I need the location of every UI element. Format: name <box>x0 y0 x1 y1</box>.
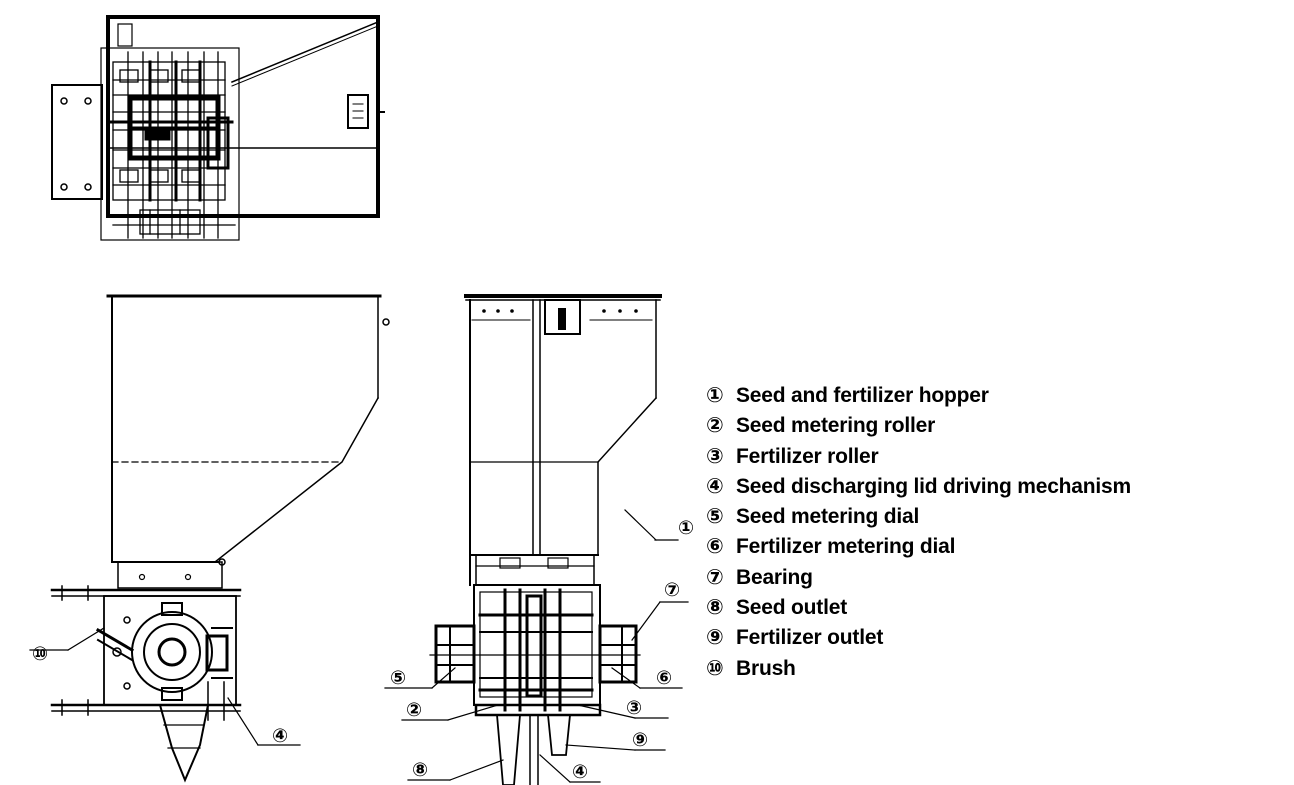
callout-9: ⑨ <box>632 729 648 751</box>
legend-text: Seed discharging lid driving mechanism <box>736 474 1131 498</box>
legend-item: ⑨ Fertilizer outlet <box>706 622 1131 652</box>
legend-number: ③ <box>706 443 724 468</box>
callout-10: ⑩ <box>32 643 48 665</box>
callout-3: ③ <box>626 697 642 719</box>
legend-number: ⑧ <box>706 595 724 620</box>
front-view <box>384 294 689 785</box>
callout-labels: ⑩ ④ ① ⑦ ⑤ ⑥ ② ③ ⑨ ⑧ ④ <box>32 517 694 783</box>
legend-item: ① Seed and fertilizer hopper <box>706 380 1131 410</box>
legend-number: ⑩ <box>706 655 724 680</box>
callout-7: ⑦ <box>664 579 680 601</box>
legend-text: Bearing <box>736 565 813 589</box>
callout-4-front: ④ <box>572 761 588 783</box>
callout-1: ① <box>678 517 694 539</box>
legend-text: Seed outlet <box>736 596 847 620</box>
callout-5: ⑤ <box>390 667 406 689</box>
legend-item: ② Seed metering roller <box>706 410 1131 440</box>
legend-item: ⑤ Seed metering dial <box>706 501 1131 531</box>
legend-text: Seed metering roller <box>736 414 936 438</box>
legend-text: Fertilizer outlet <box>736 626 884 650</box>
legend-number: ⑦ <box>706 564 724 589</box>
legend-number: ⑤ <box>706 504 724 529</box>
parts-legend: ① Seed and fertilizer hopper ② Seed meteri… <box>706 380 1131 683</box>
legend-item: ③ Fertilizer roller <box>706 441 1131 471</box>
callout-6: ⑥ <box>656 667 672 689</box>
callout-8: ⑧ <box>412 759 428 781</box>
legend-text: Fertilizer roller <box>736 444 879 468</box>
legend-number: ② <box>706 413 724 438</box>
legend-number: ⑨ <box>706 625 724 650</box>
legend-text: Seed metering dial <box>736 505 920 529</box>
legend-text: Fertilizer metering dial <box>736 535 956 559</box>
legend-item: ⑧ Seed outlet <box>706 592 1131 622</box>
legend-item: ④ Seed discharging lid driving mechanism <box>706 471 1131 501</box>
top-view <box>51 15 385 241</box>
side-view <box>29 294 390 783</box>
legend-text: Seed and fertilizer hopper <box>736 384 989 407</box>
legend-number: ④ <box>706 473 724 498</box>
legend-number: ① <box>706 383 724 407</box>
callout-2: ② <box>406 699 422 721</box>
legend-item: ⑦ Bearing <box>706 562 1131 592</box>
legend-item: ⑥ Fertilizer metering dial <box>706 531 1131 561</box>
callout-4-side: ④ <box>272 725 288 747</box>
legend-item: ⑩ Brush <box>706 653 1131 683</box>
legend-text: Brush <box>736 656 796 680</box>
legend-number: ⑥ <box>706 534 724 559</box>
